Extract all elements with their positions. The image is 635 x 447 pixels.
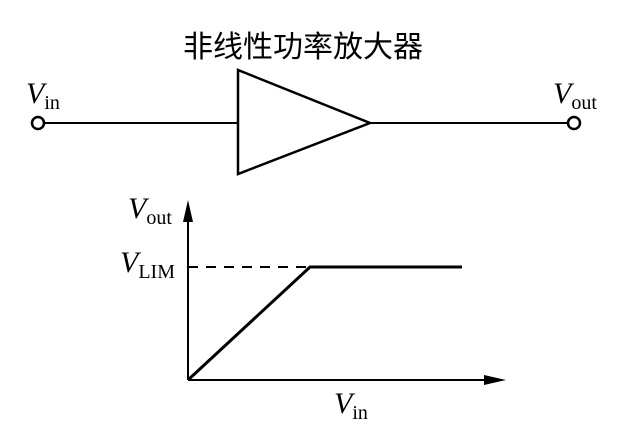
x-axis-label-sub: in <box>352 402 368 424</box>
output-label-main: V <box>553 77 575 110</box>
input-terminal <box>30 115 46 131</box>
y-axis-label-main: V <box>128 192 150 225</box>
output-label: Vout <box>553 77 597 114</box>
transfer-graph: Vout VLIM Vin <box>120 192 506 424</box>
y-axis-label-sub: out <box>146 207 172 229</box>
amplifier-triangle <box>236 68 374 176</box>
x-axis-label: Vin <box>334 387 368 424</box>
output-terminal <box>566 115 582 131</box>
input-label: Vin <box>26 77 60 114</box>
amplifier-title: 非线性功率放大器 <box>183 30 423 65</box>
y-axis-arrow-icon <box>183 200 193 222</box>
x-axis-arrow-icon <box>484 375 506 385</box>
limit-label-sub: LIM <box>138 261 175 283</box>
input-label-main: V <box>26 77 48 110</box>
amplifier-block: 非线性功率放大器 Vin Vout <box>26 30 597 176</box>
transfer-curve <box>186 265 462 382</box>
limit-label: VLIM <box>120 246 175 283</box>
y-axis-label: Vout <box>128 192 172 229</box>
input-label-sub: in <box>44 92 60 114</box>
x-axis-label-main: V <box>334 387 356 420</box>
limit-label-main: V <box>120 246 142 279</box>
output-label-sub: out <box>571 92 597 114</box>
